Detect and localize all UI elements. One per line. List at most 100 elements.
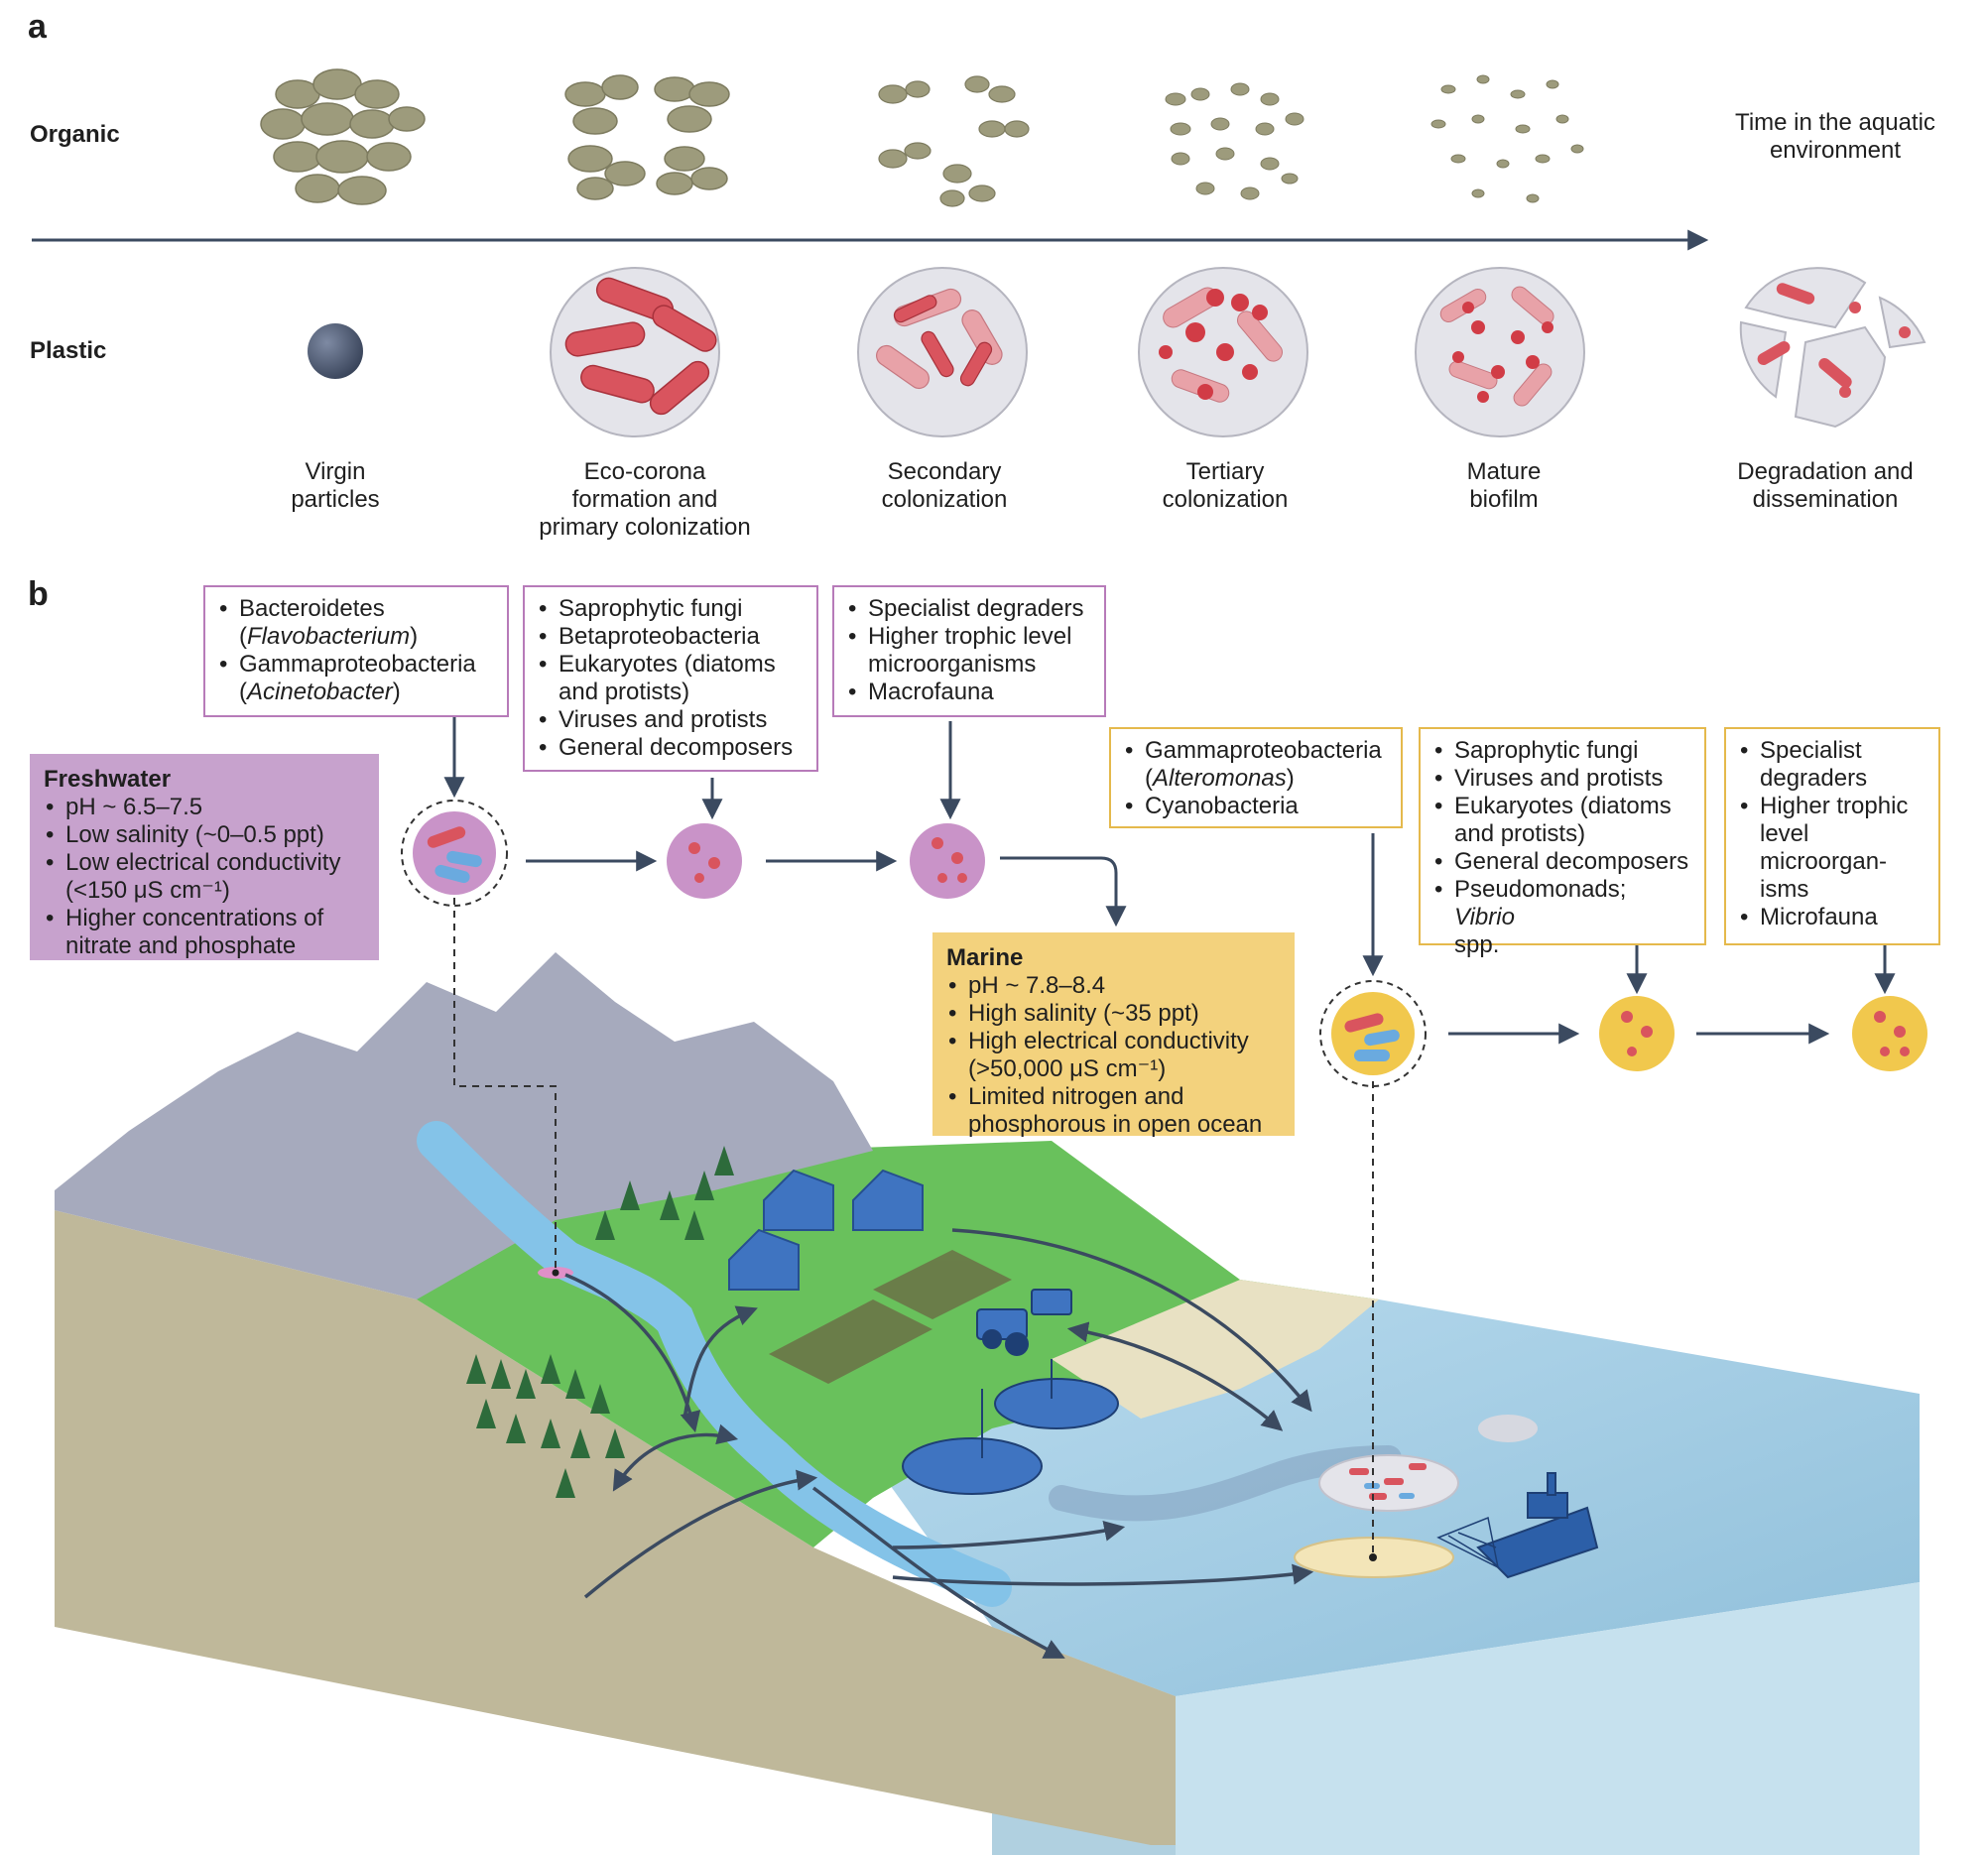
- time-axis-label: Time in the aquatic environment: [1686, 109, 1984, 165]
- mr-box2-item-4: General decomposers: [1432, 848, 1692, 876]
- stage-3-line1: Tertiary: [1185, 458, 1265, 485]
- fw-box1-item-1: Bacteroidetes(Flavobacterium): [217, 595, 495, 651]
- freshwater-title: Freshwater: [44, 766, 172, 793]
- fw-box3-item-2-line1: Higher trophic level: [868, 623, 1072, 650]
- freshwater-conductivity-line1: Low electrical conductivity: [65, 849, 341, 876]
- stage-1-line3: primary colonization: [539, 514, 751, 541]
- marine-nutrients-line2: phosphorous in open ocean: [968, 1111, 1263, 1138]
- plastic-row-label: Plastic: [30, 337, 107, 364]
- marine-circle-1: [1319, 980, 1427, 1087]
- mr-box3-item-2-line4: isms: [1760, 876, 1809, 903]
- panel-a-letter: a: [28, 8, 47, 46]
- mr-box3-item-3: Microfauna: [1738, 904, 1926, 931]
- stage-1-line1: Eco-corona: [583, 458, 706, 485]
- fw-box3-item-2-line2: microorganisms: [868, 651, 1037, 678]
- eco-corona-circle: [550, 267, 720, 437]
- mature-biofilm-circle: [1415, 267, 1585, 437]
- stage-2-line1: Secondary: [887, 458, 1002, 485]
- dispersal-arrow-3: [811, 1486, 1065, 1659]
- stage-label-secondary: Secondary colonization: [815, 458, 1073, 514]
- freshwater-circle-3: [910, 823, 985, 899]
- marine-box-1: Gammaproteobacteria(Alteromonas) Cyanoba…: [1109, 727, 1403, 828]
- houses: [728, 1169, 924, 1291]
- organic-cluster-5: [1430, 74, 1584, 203]
- mr-box2-item-2: Viruses and protists: [1432, 765, 1692, 793]
- mr-box1-item-1-text: Gammaproteobacteria: [1145, 737, 1382, 764]
- stage-label-virgin: Virgin particles: [206, 458, 464, 514]
- stage-0-line2: particles: [291, 486, 380, 513]
- stage-label-mature: Mature biofilm: [1375, 458, 1633, 514]
- marine-box-2: Saprophytic fungi Viruses and protists E…: [1419, 727, 1706, 958]
- fw-box2-item-2: Betaproteobacteria: [537, 623, 805, 651]
- fw-box3-item-3: Macrofauna: [846, 679, 1092, 706]
- marine-circle-2: [1599, 996, 1675, 1071]
- marine-conditions-box: Marine pH ~ 7.8–8.4 High salinity (~35 p…: [932, 932, 1295, 1139]
- mountains: [55, 952, 873, 1299]
- stage-0-line1: Virgin: [305, 458, 366, 485]
- dispersal-arrow-4: [892, 1563, 1314, 1586]
- freshwater-ph: pH ~ 6.5–7.5: [44, 794, 365, 821]
- freshwater-box-1: Bacteroidetes(Flavobacterium) Gammaprote…: [203, 585, 509, 717]
- fishing-net: [1436, 1516, 1500, 1569]
- mr-box3-item-2-line2: level: [1760, 820, 1809, 847]
- forest: [466, 1146, 734, 1498]
- dispersal-arrow-6: [564, 1273, 701, 1433]
- mr-box3-item-2-line1: Higher trophic: [1760, 793, 1909, 819]
- stage-3-line2: colonization: [1162, 486, 1289, 513]
- mr-box1-item-1-genus: Alteromonas: [1153, 765, 1287, 792]
- ground-cross-section: [55, 1210, 1176, 1845]
- dispersal-arrow-5: [892, 1520, 1126, 1549]
- dispersal-arrow-7: [683, 1305, 758, 1420]
- mr-box2-item-3-line1: Eukaryotes (diatoms: [1454, 793, 1672, 819]
- virgin-plastic-bead: [308, 323, 363, 379]
- tractor: [976, 1289, 1072, 1356]
- freshwater-circle-1: [401, 800, 508, 907]
- mr-box3-item-2-line3: microorgan-: [1760, 848, 1888, 875]
- fw-box2-item-3-line2: and protists): [559, 679, 690, 705]
- fw-box1-item-1-text: Bacteroidetes: [239, 595, 385, 622]
- fw-box2-item-5: General decomposers: [537, 734, 805, 762]
- organic-cluster-2: [564, 74, 730, 200]
- river: [417, 1121, 1012, 1607]
- degradation-fragments: [1739, 267, 1926, 429]
- marine-circle-3: [1852, 996, 1927, 1071]
- fw-box1-item-2: Gammaproteobacteria(Acinetobacter): [217, 651, 495, 706]
- fishing-boat: [1476, 1472, 1599, 1579]
- fw-box1-item-2-genus: Acinetobacter: [247, 679, 393, 705]
- organic-cluster-1: [260, 68, 426, 205]
- mr-box2-item-1: Saprophytic fungi: [1432, 737, 1692, 765]
- fw-box2-item-1: Saprophytic fungi: [537, 595, 805, 623]
- freshwater-dashed-link: [453, 898, 557, 1270]
- time-axis-label-line1: Time in the aquatic: [1735, 109, 1935, 136]
- organic-cluster-3: [878, 75, 1030, 207]
- mr-box3-item-1-line1: Specialist: [1760, 737, 1862, 764]
- freshwater-nutrients-line2: nitrate and phosphate: [65, 932, 297, 959]
- marine-conductivity-line2: (>50,000 μS cm⁻¹): [968, 1055, 1167, 1082]
- marine-conductivity: High electrical conductivity(>50,000 μS …: [946, 1028, 1281, 1083]
- freshwater-conditions-box: Freshwater pH ~ 6.5–7.5 Low salinity (~0…: [30, 754, 379, 960]
- marine-conductivity-line1: High electrical conductivity: [968, 1028, 1249, 1054]
- fw-box2-item-3-line1: Eukaryotes (diatoms: [559, 651, 776, 678]
- stage-5-line1: Degradation and: [1737, 458, 1914, 485]
- mr-box2-item-5-text: Pseudomonads;: [1454, 876, 1627, 903]
- dispersal-arrow-2: [583, 1469, 818, 1599]
- organic-cluster-4: [1165, 82, 1305, 200]
- fw-box1-item-2-text: Gammaproteobacteria: [239, 651, 476, 678]
- mr-box1-item-1: Gammaproteobacteria(Alteromonas): [1123, 737, 1389, 793]
- crop-fields: [769, 1250, 1012, 1384]
- mr-box2-item-5-spp: spp.: [1454, 931, 1500, 958]
- panel-b-letter: b: [28, 575, 49, 613]
- marine-salinity: High salinity (~35 ppt): [946, 1000, 1281, 1028]
- fw-box2-item-4: Viruses and protists: [537, 706, 805, 734]
- mr-box2-item-3-line2: and protists): [1454, 820, 1586, 847]
- mr-box3-item-1-line2: degraders: [1760, 765, 1868, 792]
- stage-1-line2: formation and: [571, 486, 718, 513]
